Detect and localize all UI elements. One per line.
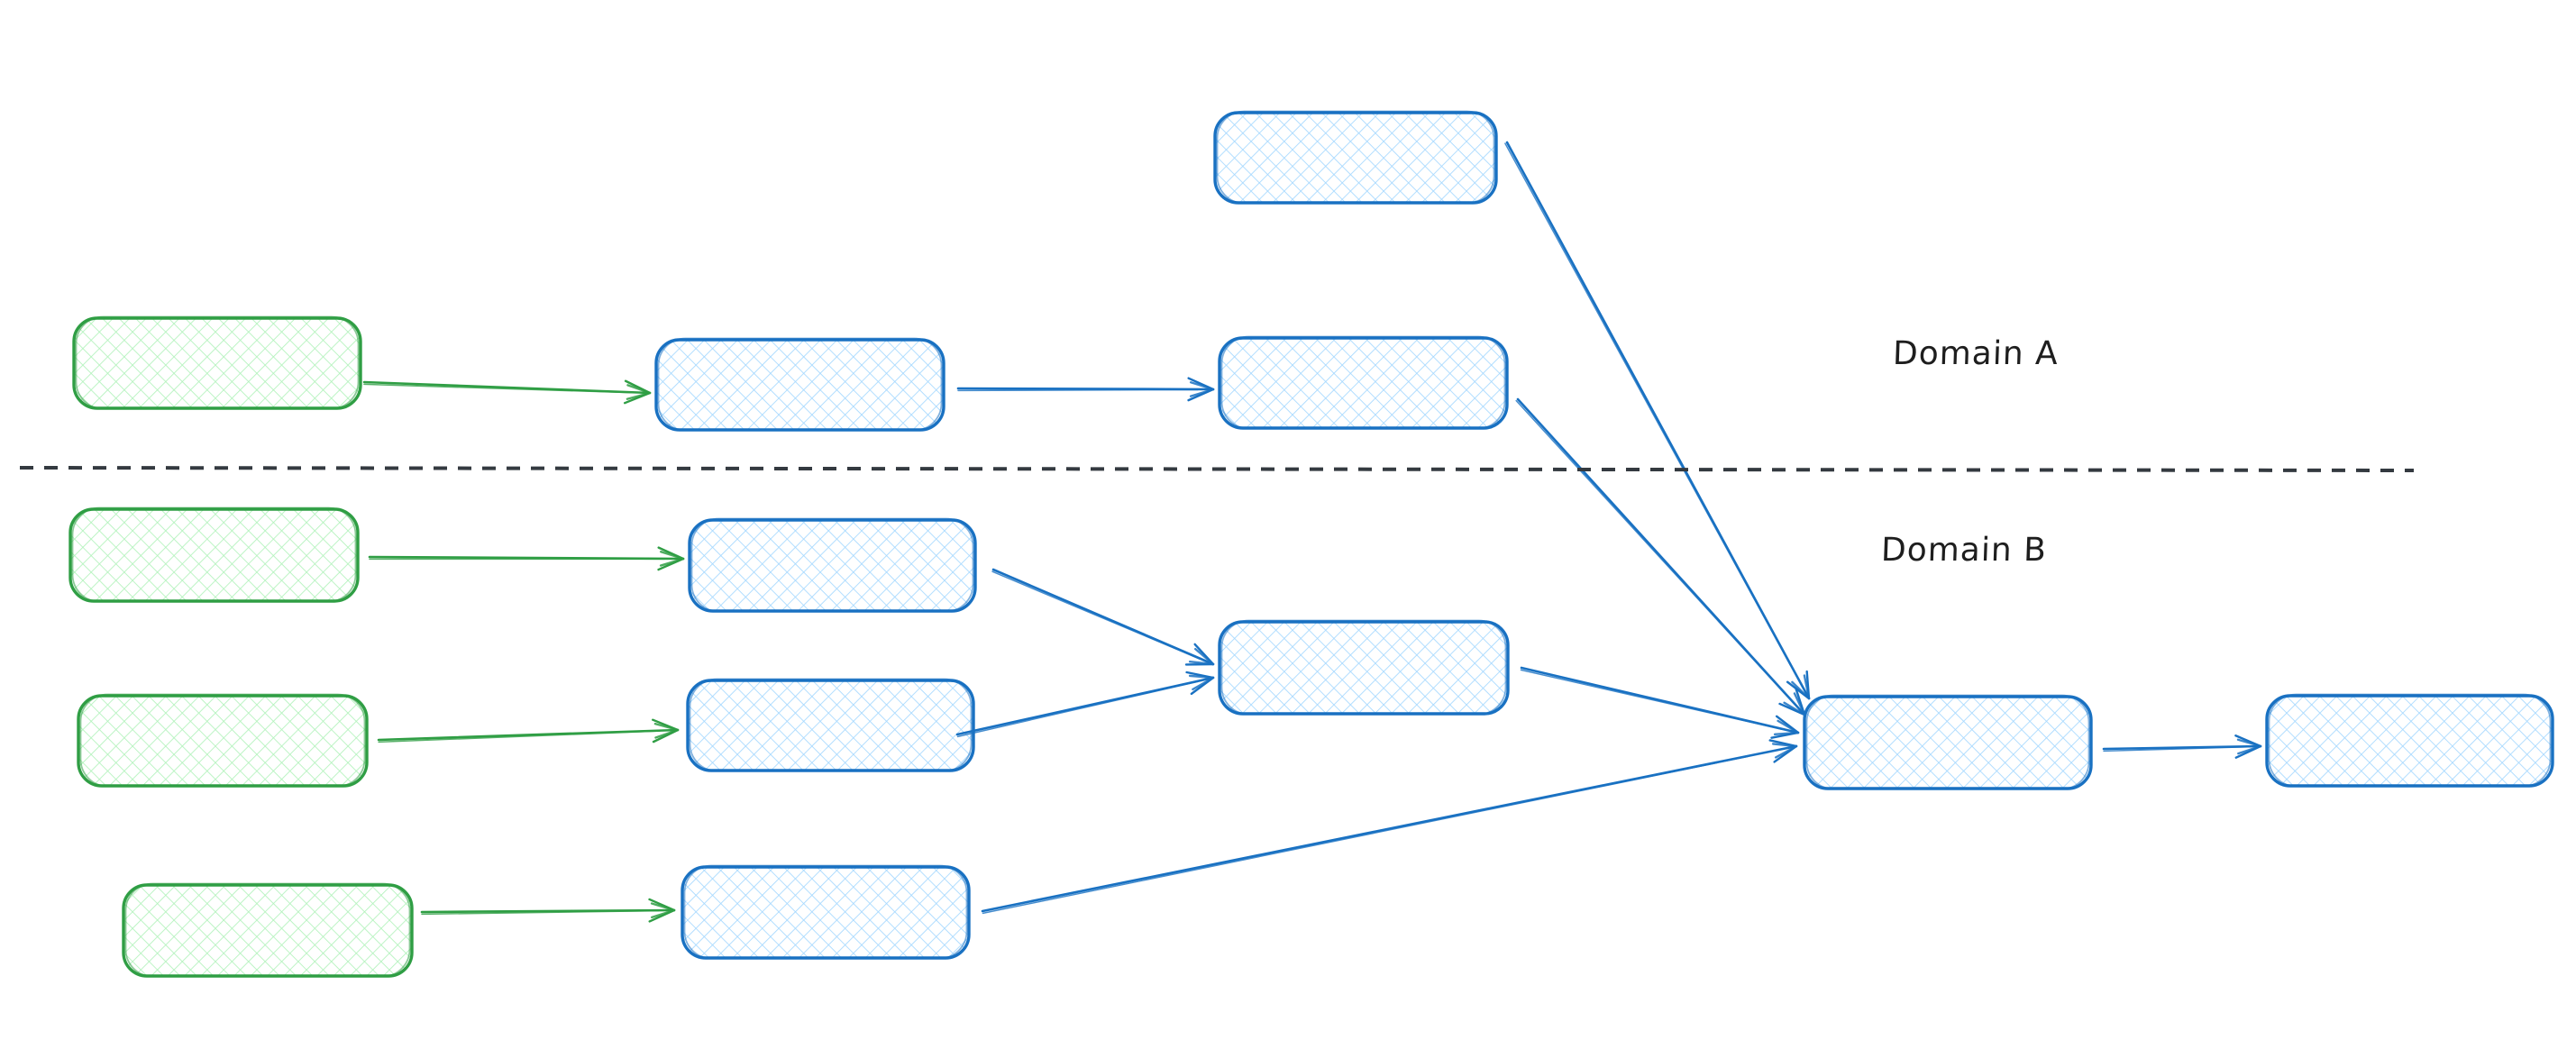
arrow-shaft-sketch [982, 755, 1749, 915]
green-box-sketch-stroke [124, 882, 411, 978]
blue-box [1218, 620, 1510, 716]
node-domain-a-input [72, 315, 362, 410]
node-domain-b-stage-1 [688, 517, 977, 613]
arrow-shaft-sketch [421, 909, 660, 916]
arrow-shaft-sketch [1504, 142, 1792, 666]
edge-convergence-to-output [2102, 734, 2262, 759]
blue-box [654, 338, 945, 432]
arrow-shaft-sketch [363, 383, 634, 394]
edge-domain-a-stage-2-to-convergence [1515, 397, 1806, 716]
edge-domain-a-upper-source-to-convergence [1504, 141, 1811, 700]
node-domain-b-stage-2 [686, 678, 975, 772]
edge-domain-b-input-3-to-stage-3 [420, 898, 676, 923]
edge-domain-b-input-1-to-stage-1 [368, 546, 685, 571]
node-domain-b-input-3 [122, 882, 414, 978]
arrowhead-icon [1773, 731, 1800, 736]
arrow-shaft-sketch [957, 388, 1199, 392]
arrowhead-icon [1188, 674, 1215, 680]
node-domain-b-input-2 [77, 693, 369, 788]
node-domain-b-stage-3 [681, 864, 971, 960]
arrowhead-icon [1774, 744, 1798, 759]
green-box [72, 316, 362, 410]
arrowhead-icon [2236, 738, 2262, 748]
arrow-shaft-sketch [991, 570, 1201, 660]
blue-box-sketch-stroke [1220, 335, 1506, 430]
node-domain-b-merge [1218, 619, 1510, 716]
domain-b-label: Domain B [1880, 532, 2048, 569]
edge-domain-b-stage-1-to-merge [991, 568, 1215, 666]
arrowhead-icon [1791, 680, 1811, 700]
arrow-shaft-sketch [378, 730, 661, 743]
blue-box [1803, 695, 2093, 790]
node-output [2265, 693, 2554, 788]
arrow-shaft-sketch [956, 680, 1199, 738]
edge-domain-b-input-2-to-stage-2 [377, 718, 680, 743]
blue-box-sketch-stroke [690, 517, 974, 613]
arrowhead-icon [1189, 381, 1215, 391]
green-box [122, 883, 414, 978]
blue-box-sketch-stroke [1805, 694, 2090, 790]
arrowhead-icon [1793, 692, 1806, 716]
arrowhead-icon [1803, 674, 1811, 700]
arrow-shaft-sketch [1520, 669, 1783, 730]
blue-box-sketch-stroke [1216, 110, 1495, 205]
arrowhead-icon [659, 557, 685, 567]
arrowhead-icon [650, 902, 676, 912]
domain-a-label: Domain A [1892, 335, 2060, 372]
blue-box [1213, 111, 1498, 205]
arrowhead-icon [653, 722, 680, 732]
arrowhead-icon [1777, 719, 1800, 734]
blue-box-sketch-stroke [657, 337, 943, 432]
arrowhead-icon [1192, 676, 1215, 691]
node-domain-a-stage-2 [1218, 335, 1509, 430]
blue-box-sketch-stroke [689, 678, 973, 772]
blue-box [686, 679, 975, 772]
arrowhead-icon [1188, 661, 1215, 666]
arrowhead-icon [1771, 743, 1798, 748]
arrowhead-icon [1189, 388, 1215, 397]
blue-box [2265, 694, 2554, 788]
green-box-sketch-stroke [75, 315, 360, 410]
blue-box-sketch-stroke [2268, 693, 2552, 788]
node-domain-b-input-1 [69, 506, 360, 603]
edge-domain-b-merge-to-convergence [1520, 666, 1800, 739]
arrowhead-icon [654, 728, 680, 739]
arrowhead-icon [626, 384, 652, 395]
arrow-shaft-sketch [1515, 399, 1788, 698]
blue-box-sketch-stroke [1220, 619, 1507, 716]
blue-box [681, 865, 971, 960]
arrowhead-icon [651, 908, 676, 919]
blue-box-sketch-stroke [683, 864, 968, 960]
edge-domain-a-stage-1-to-stage-2 [956, 377, 1215, 402]
green-box-sketch-stroke [79, 693, 366, 788]
arrowhead-icon [660, 550, 685, 561]
edge-domain-a-input-to-stage-1 [362, 379, 652, 405]
arrowhead-icon [1194, 647, 1215, 666]
green-box-sketch-stroke [71, 506, 357, 603]
arrow-shaft-sketch [2103, 745, 2252, 753]
green-box [77, 694, 369, 788]
arrowhead-icon [2237, 744, 2262, 755]
edge-domain-b-stage-3-to-convergence [981, 739, 1798, 915]
domain-separator-dashed-line [19, 466, 2415, 472]
node-domain-a-upper-source [1213, 110, 1498, 205]
node-domain-a-stage-1 [654, 337, 945, 432]
arrowhead-icon [626, 391, 652, 400]
edge-domain-b-stage-2-to-merge [955, 670, 1215, 738]
green-box [69, 507, 360, 603]
arrowhead-icon [1783, 701, 1806, 716]
node-convergence [1803, 694, 2093, 790]
blue-box [688, 518, 977, 613]
blue-box [1218, 336, 1509, 430]
